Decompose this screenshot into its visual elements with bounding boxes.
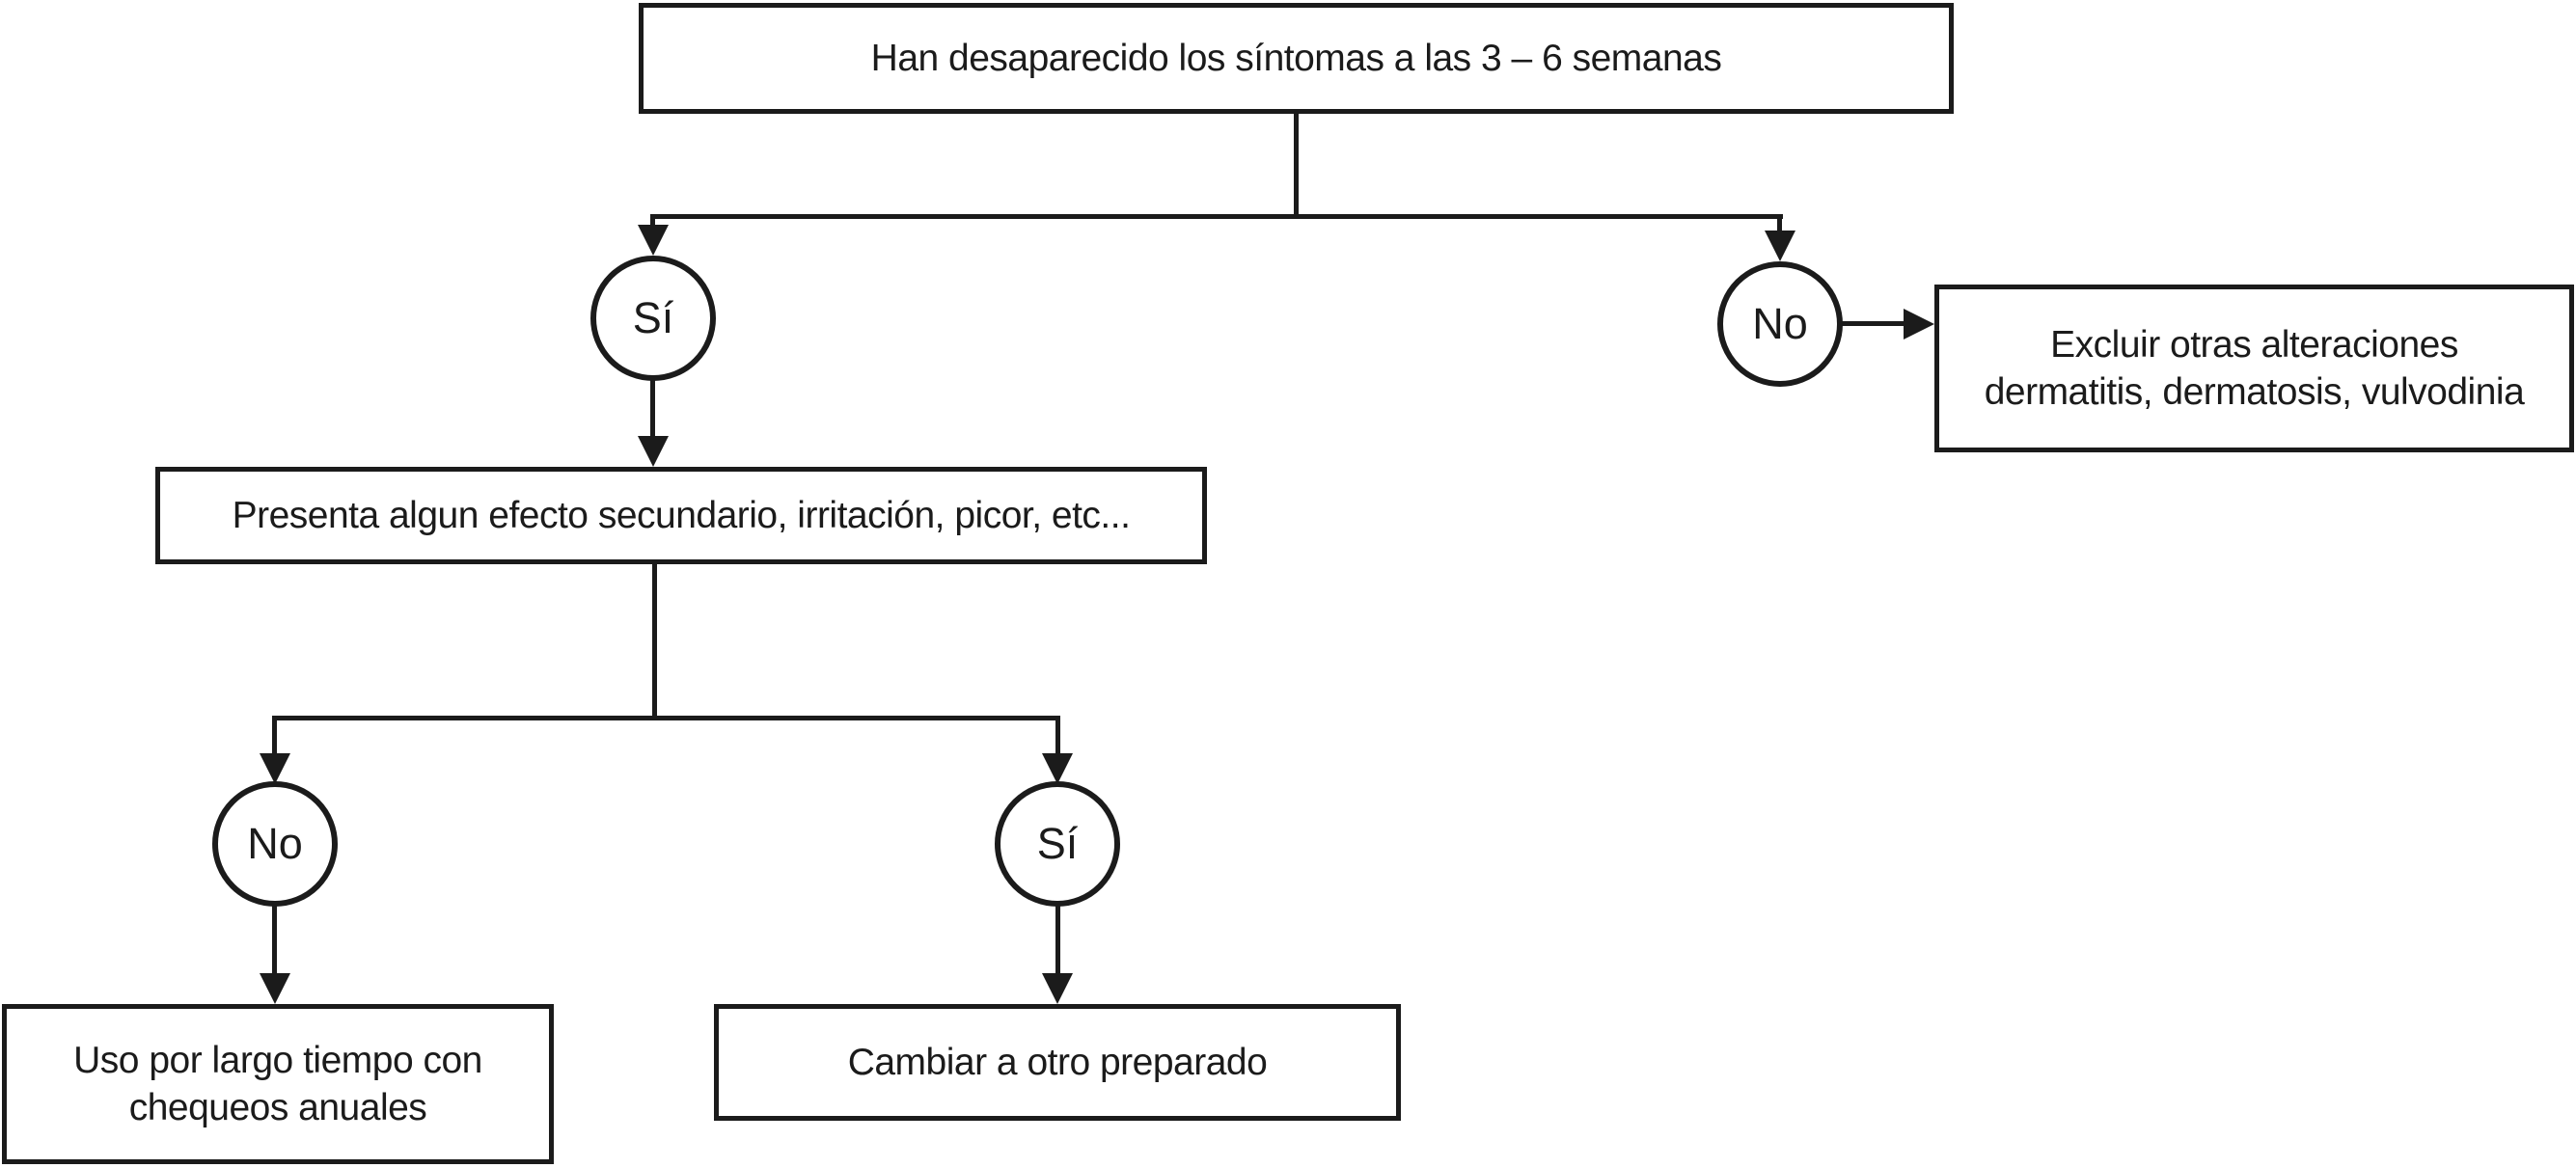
arrowhead-to-no-1-icon [1765, 231, 1795, 261]
connector-no-1-to-excluir [1838, 321, 1905, 326]
arrowhead-to-si-2-icon [1042, 753, 1073, 784]
connector-si-1-to-presenta [650, 379, 655, 439]
connector-to-si-2 [1055, 716, 1060, 756]
connector-top-vertical [1294, 114, 1299, 216]
connector-to-no-1 [1777, 214, 1782, 233]
outcome-box-excluir-line-1: Excluir otras alteraciones [2050, 324, 2458, 366]
outcome-box-cambiar: Cambiar a otro preparado [714, 1004, 1401, 1121]
question-box-symptoms-label: Han desaparecido los síntomas a las 3 – … [870, 38, 1722, 79]
decision-circle-si-2: Sí [995, 781, 1120, 907]
decision-circle-no-1: No [1717, 261, 1843, 387]
question-box-symptoms: Han desaparecido los síntomas a las 3 – … [639, 3, 1954, 114]
connector-si-2-to-cambiar [1055, 905, 1060, 974]
arrowhead-to-excluir-icon [1904, 309, 1934, 340]
connector-to-si-1 [650, 214, 655, 233]
decision-circle-no-1-label: No [1752, 299, 1808, 348]
outcome-box-uso-line-2: chequeos anuales [128, 1087, 427, 1128]
connector-to-no-2 [272, 716, 277, 756]
outcome-box-excluir: Excluir otras alteraciones dermatitis, d… [1934, 285, 2574, 452]
outcome-box-uso: Uso por largo tiempo con chequeos anuale… [2, 1004, 554, 1164]
decision-circle-si-1: Sí [590, 256, 716, 381]
connector-no-2-to-uso [272, 905, 277, 974]
decision-circle-no-2: No [212, 781, 338, 907]
arrowhead-to-no-2-icon [260, 753, 290, 784]
decision-circle-si-1-label: Sí [632, 293, 674, 342]
question-box-side-effects-label: Presenta algun efecto secundario, irrita… [232, 495, 1131, 536]
connector-presenta-vertical [652, 564, 657, 718]
arrowhead-to-presenta-icon [638, 436, 669, 467]
decision-circle-no-2-label: No [247, 819, 303, 868]
arrowhead-to-cambiar-icon [1042, 973, 1073, 1004]
outcome-box-cambiar-label: Cambiar a otro preparado [847, 1042, 1268, 1083]
arrowhead-to-uso-icon [260, 973, 290, 1004]
arrowhead-to-si-1-icon [638, 225, 669, 256]
connector-branch-bar-2 [272, 716, 1060, 720]
outcome-box-uso-line-1: Uso por largo tiempo con [73, 1040, 482, 1081]
outcome-box-excluir-line-2: dermatitis, dermatosis, vulvodinia [1984, 371, 2525, 413]
decision-circle-si-2-label: Sí [1036, 819, 1079, 868]
question-box-side-effects: Presenta algun efecto secundario, irrita… [155, 467, 1207, 564]
connector-branch-bar-1 [651, 214, 1783, 219]
